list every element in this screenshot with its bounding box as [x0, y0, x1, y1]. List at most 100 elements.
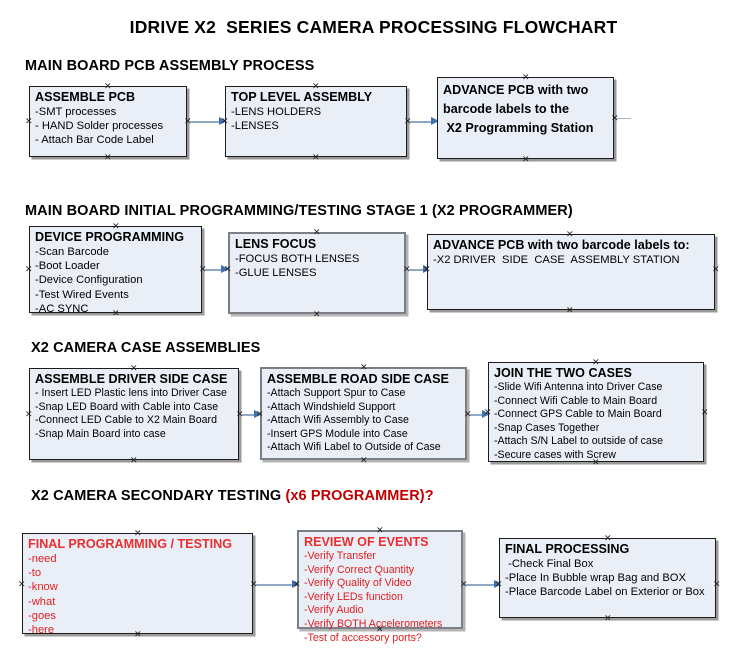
connection-handle[interactable]: ✕	[522, 154, 530, 164]
box-final-processing[interactable]: FINAL PROCESSING -Check Final Box -Place…	[499, 538, 716, 618]
connection-handle[interactable]: ✕	[713, 579, 721, 589]
connection-handle[interactable]: ✕	[25, 264, 33, 274]
box-line: -SMT processes	[35, 106, 117, 118]
box-join-the-two-cases[interactable]: JOIN THE TWO CASES -Slide Wifi Antenna i…	[488, 362, 704, 462]
box-line: -Slide Wifi Antenna into Driver Case	[494, 381, 663, 393]
connection-handle[interactable]: ✕	[134, 629, 142, 639]
connection-handle[interactable]: ✕	[112, 221, 120, 231]
box-title: ASSEMBLE PCB	[35, 90, 136, 104]
connection-handle[interactable]: ✕	[313, 309, 321, 319]
box-line: -Attach Support Spur to Case	[267, 387, 406, 399]
connection-handle[interactable]: ✕	[360, 455, 368, 465]
connection-handle[interactable]: ✕	[404, 116, 412, 126]
connection-handle[interactable]: ✕	[224, 264, 232, 274]
box-line: -Snap Cases Together	[494, 421, 600, 434]
box-title: REVIEW OF EVENTS	[304, 535, 429, 549]
connector-arrow	[409, 269, 425, 271]
box-line: -Verify Quality of Video	[304, 577, 412, 590]
connection-handle[interactable]: ✕	[130, 455, 138, 465]
connection-handle[interactable]: ✕	[312, 81, 320, 91]
box-line: -Secure cases with Screw	[494, 448, 616, 461]
connection-handle[interactable]: ✕	[484, 407, 492, 417]
connection-handle[interactable]: ✕	[604, 613, 612, 623]
connection-handle[interactable]: ✕	[592, 457, 600, 467]
connector-arrow	[256, 584, 294, 586]
box-top-level-assembly[interactable]: TOP LEVEL ASSEMBLY -LENS HOLDERS -LENSES	[225, 86, 407, 157]
box-line: -Snap LED Board with Cable into Case	[35, 400, 219, 413]
connector-arrowhead	[254, 410, 262, 418]
box-title: ASSEMBLE ROAD SIDE CASE	[267, 372, 449, 386]
box-line: -LENSES	[231, 120, 279, 133]
connection-handle[interactable]: ✕	[104, 152, 112, 162]
box-final-programming-testing[interactable]: FINAL PROGRAMMING / TESTING -need -to -k…	[22, 533, 253, 636]
connection-handle[interactable]: ✕	[604, 533, 612, 543]
connection-handle[interactable]: ✕	[701, 407, 709, 417]
connection-handle[interactable]: ✕	[403, 264, 411, 274]
connection-handle[interactable]: ✕	[313, 227, 321, 237]
connection-handle[interactable]: ✕	[611, 113, 619, 123]
box-line: - HAND Solder processes	[35, 120, 164, 133]
box-assemble-driver-side-case[interactable]: ASSEMBLE DRIVER SIDE CASE - Insert LED P…	[29, 368, 239, 460]
box-line: -what	[28, 595, 56, 608]
connection-handle[interactable]: ✕	[134, 528, 142, 538]
connector-arrowhead	[219, 117, 227, 125]
connection-handle[interactable]: ✕	[130, 363, 138, 373]
connection-handle[interactable]: ✕	[376, 525, 384, 535]
box-line: -Place In Bubble wrap Bag and BOX	[505, 572, 686, 585]
box-line: -Snap Main Board into case	[35, 427, 166, 440]
connection-handle[interactable]: ✕	[25, 409, 33, 419]
connection-handle[interactable]: ✕	[184, 116, 192, 126]
box-line: -Place Barcode Label on Exterior or Box	[505, 586, 705, 599]
box-line: -GLUE LENSES	[235, 267, 317, 280]
box-title: FINAL PROGRAMMING / TESTING	[28, 537, 233, 551]
connector-arrowhead	[431, 117, 439, 125]
connection-handle[interactable]: ✕	[460, 579, 468, 589]
box-line: -Insert GPS Module into Case	[267, 427, 408, 440]
connection-handle[interactable]: ✕	[250, 579, 258, 589]
connection-handle[interactable]: ✕	[712, 264, 720, 274]
box-assemble-road-side-case[interactable]: ASSEMBLE ROAD SIDE CASE -Attach Support …	[260, 367, 467, 460]
connection-handle[interactable]: ✕	[18, 579, 26, 589]
section-heading-4-red: (x6 PROGRAMMER)?	[285, 488, 434, 504]
connector-arrow	[190, 121, 221, 123]
connection-handle[interactable]: ✕	[495, 579, 503, 589]
connection-handle[interactable]: ✕	[592, 357, 600, 367]
box-advance-pcb-programming-station[interactable]: ADVANCE PCB with two barcode labels to t…	[437, 77, 614, 159]
connection-handle[interactable]: ✕	[376, 624, 384, 634]
connection-handle[interactable]: ✕	[293, 579, 301, 589]
connection-handle[interactable]: ✕	[522, 72, 530, 82]
connection-handle[interactable]: ✕	[312, 152, 320, 162]
box-line: -Connect Wifi Cable to Main Board	[494, 394, 658, 407]
box-line: - Insert LED Plastic lens into Driver Ca…	[35, 387, 227, 399]
connection-handle[interactable]: ✕	[360, 362, 368, 372]
connection-handle[interactable]: ✕	[199, 264, 207, 274]
connector-arrowhead	[292, 580, 300, 588]
connection-handle[interactable]: ✕	[256, 409, 264, 419]
connection-handle[interactable]: ✕	[112, 308, 120, 318]
box-lens-focus[interactable]: LENS FOCUS -FOCUS BOTH LENSES -GLUE LENS…	[228, 232, 406, 314]
connection-handle[interactable]: ✕	[221, 116, 229, 126]
connection-handle[interactable]: ✕	[464, 409, 472, 419]
box-line-overflow: -Test of accessory ports?	[304, 631, 422, 644]
connection-handle[interactable]: ✕	[566, 305, 574, 315]
connection-handle[interactable]: ✕	[25, 116, 33, 126]
box-assemble-pcb[interactable]: ASSEMBLE PCB -SMT processes - HAND Solde…	[29, 86, 187, 157]
connection-handle[interactable]: ✕	[566, 229, 574, 239]
connection-handle[interactable]: ✕	[104, 81, 112, 91]
box-line: -goes	[28, 609, 56, 622]
box-advance-pcb-driver-side[interactable]: ADVANCE PCB with two barcode labels to: …	[427, 234, 715, 310]
connection-handle[interactable]: ✕	[423, 264, 431, 274]
box-review-of-events[interactable]: REVIEW OF EVENTS -Verify Transfer -Verif…	[297, 530, 463, 644]
box-line: -know	[28, 581, 58, 594]
box-line: -Device Configuration	[35, 274, 143, 287]
connector-arrowhead	[482, 410, 490, 418]
box-line: -Attach Wifi Assembly to Case	[267, 414, 409, 427]
box-title: ADVANCE PCB with two barcode labels to:	[433, 238, 690, 252]
connection-handle[interactable]: ✕	[236, 409, 244, 419]
box-device-programming[interactable]: DEVICE PROGRAMMING -Scan Barcode -Boot L…	[29, 226, 202, 315]
section-heading-3: X2 CAMERA CASE ASSEMBLIES	[31, 340, 261, 356]
page-title: IDRIVE X2 SERIES CAMERA PROCESSING FLOWC…	[129, 17, 618, 37]
box-line: -Connect GPS Cable to Main Board	[494, 408, 662, 421]
connector-arrow	[410, 121, 433, 123]
